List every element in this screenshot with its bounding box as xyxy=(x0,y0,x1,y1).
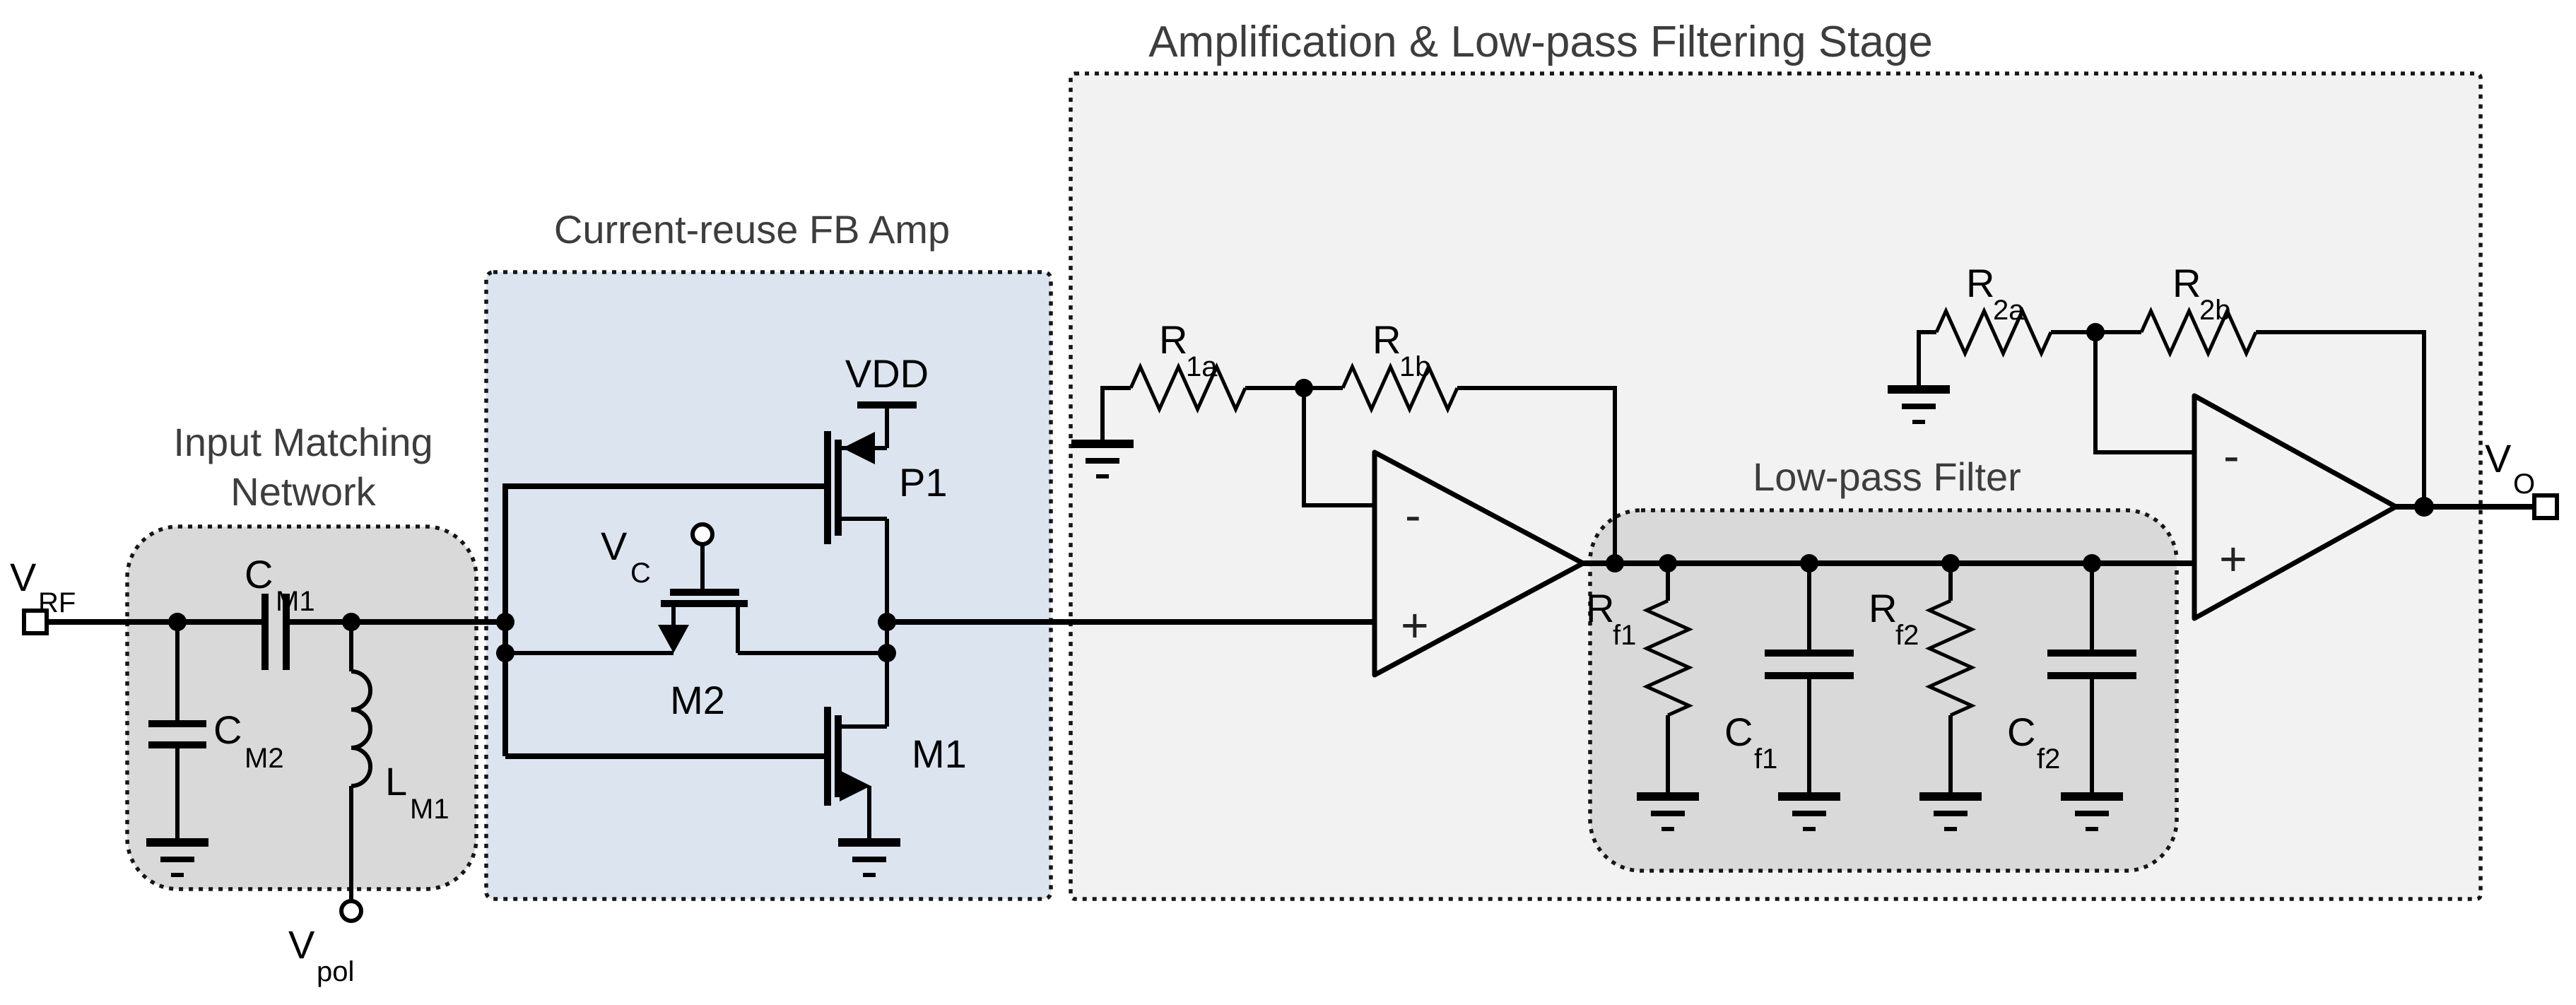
vrf-terminal xyxy=(22,609,49,635)
input-matching-title-line2: Network xyxy=(230,469,376,514)
resistor-rf1: R f1 xyxy=(1586,563,1699,829)
rf1-label: R xyxy=(1586,586,1614,630)
resistor-r1a xyxy=(1129,362,1247,414)
nmos-m1: M1 xyxy=(824,707,967,875)
wire-opamp1-minus xyxy=(1302,388,1375,507)
wire-r2-gnd xyxy=(1917,330,1936,385)
cf1-label-sub: f1 xyxy=(1754,744,1777,775)
cm2-label: C xyxy=(213,707,242,752)
low-pass-filter-box xyxy=(1588,508,2179,873)
m2-label: M2 xyxy=(670,678,725,722)
vo-terminal xyxy=(2532,493,2559,520)
r1a-label-sub: 1a xyxy=(1186,351,1218,382)
current-reuse-amp-title: Current-reuse FB Amp xyxy=(554,207,950,252)
r2a-label: R xyxy=(1966,261,1994,305)
vpol-label: V xyxy=(288,922,315,967)
opamp2-minus-sign: - xyxy=(2223,429,2240,483)
wire-opamp2-minus xyxy=(2093,332,2194,454)
m2-arrow xyxy=(658,625,689,653)
capacitor-cf2: C f2 xyxy=(2007,563,2136,829)
junction-dot xyxy=(2086,323,2105,341)
vc-terminal xyxy=(690,522,714,546)
resistor-r2a xyxy=(1934,306,2053,358)
vdd-supply: VDD xyxy=(845,351,929,448)
opamp-1: - + xyxy=(1372,449,1586,678)
inductor-lm1: L M1 xyxy=(349,622,449,900)
vdd-label: VDD xyxy=(845,351,929,396)
cm2-label-sub: M2 xyxy=(245,743,284,774)
amp1-section: R 1a R 1b - + xyxy=(1071,317,1617,678)
opamp-2: - + xyxy=(2192,393,2399,621)
cf1-label: C xyxy=(1724,710,1753,754)
vpol-label-sub: pol xyxy=(317,956,354,987)
resistor-r1b xyxy=(1341,362,1459,414)
vpol-terminal xyxy=(339,899,363,923)
junction-dot xyxy=(1800,554,1818,572)
vc-label: V xyxy=(601,524,628,568)
junction-dot xyxy=(496,644,514,662)
nmos-m2: M2 xyxy=(505,544,887,722)
junction-dot xyxy=(2083,554,2101,572)
junction-dot xyxy=(168,613,187,631)
capacitor-cm2: C M2 xyxy=(146,622,284,875)
rf2-label-sub: f2 xyxy=(1895,620,1919,651)
cf2-label-sub: f2 xyxy=(2037,744,2060,775)
r1b-label-sub: 1b xyxy=(1399,351,1431,382)
junction-dot xyxy=(1606,554,1624,572)
resistor-rf2: R f2 xyxy=(1869,563,1982,829)
r1b-label: R xyxy=(1372,317,1401,362)
wire-gate-bus xyxy=(502,483,824,756)
junction-dot xyxy=(1295,379,1313,397)
opamp1-minus-sign: - xyxy=(1405,488,1421,542)
input-matching-title-line1: Input Matching xyxy=(173,420,433,464)
capacitor-cm1: C M1 xyxy=(245,552,315,670)
vo-label: V xyxy=(2485,436,2512,481)
capacitor-cf1: C f1 xyxy=(1724,563,1854,829)
r2a-label-sub: 2a xyxy=(1993,295,2025,326)
current-reuse-amp-box xyxy=(484,270,1053,901)
wire-r2b-feedback xyxy=(2256,330,2426,507)
rf1-label-sub: f1 xyxy=(1613,620,1636,651)
amp2-section: R 2a R 2b - + xyxy=(1888,261,2534,621)
junction-dot xyxy=(1659,554,1677,572)
m1-label: M1 xyxy=(912,731,967,776)
lm1-label-sub: M1 xyxy=(410,794,449,825)
cf2-label: C xyxy=(2007,710,2035,754)
low-pass-filter-section: R f1 C f1 R f2 C xyxy=(1586,554,2136,829)
cm1-label: C xyxy=(245,552,273,596)
pmos-p1: P1 xyxy=(824,431,948,544)
stage-title: Amplification & Low-pass Filtering Stage xyxy=(1148,18,1933,66)
cm1-label-sub: M1 xyxy=(276,586,315,617)
r1a-label: R xyxy=(1159,317,1187,362)
p1-label: P1 xyxy=(899,460,948,505)
r2b-label: R xyxy=(2172,261,2201,305)
lm1-label: L xyxy=(385,759,407,804)
r2b-label-sub: 2b xyxy=(2199,295,2231,326)
rf2-label: R xyxy=(1869,586,1897,630)
input-matching-section: V RF C M1 C M2 L M1 xyxy=(10,552,505,987)
pmos-source-arrow xyxy=(842,432,875,464)
opamp1-plus-sign: + xyxy=(1401,599,1429,652)
m1-source-arrow xyxy=(840,770,871,801)
wire-r1-gnd xyxy=(1100,386,1131,440)
vrf-label: V xyxy=(10,555,37,599)
junction-dot xyxy=(496,613,514,631)
resistor-r2b xyxy=(2139,306,2258,358)
junction-dot xyxy=(2414,497,2434,517)
input-matching-box xyxy=(125,524,478,891)
junction-dot xyxy=(1941,554,1960,572)
vo-label-sub: O xyxy=(2513,469,2535,500)
junction-dot xyxy=(342,613,360,631)
vc-label-sub: C xyxy=(630,558,651,589)
wire-r1b-feedback xyxy=(1457,386,1617,563)
current-reuse-section: VDD P1 M2 V C xyxy=(496,351,967,875)
low-pass-filter-title: Low-pass Filter xyxy=(1753,454,2021,499)
junction-dot xyxy=(878,644,896,662)
opamp2-plus-sign: + xyxy=(2219,532,2247,586)
vrf-label-sub: RF xyxy=(38,587,76,618)
